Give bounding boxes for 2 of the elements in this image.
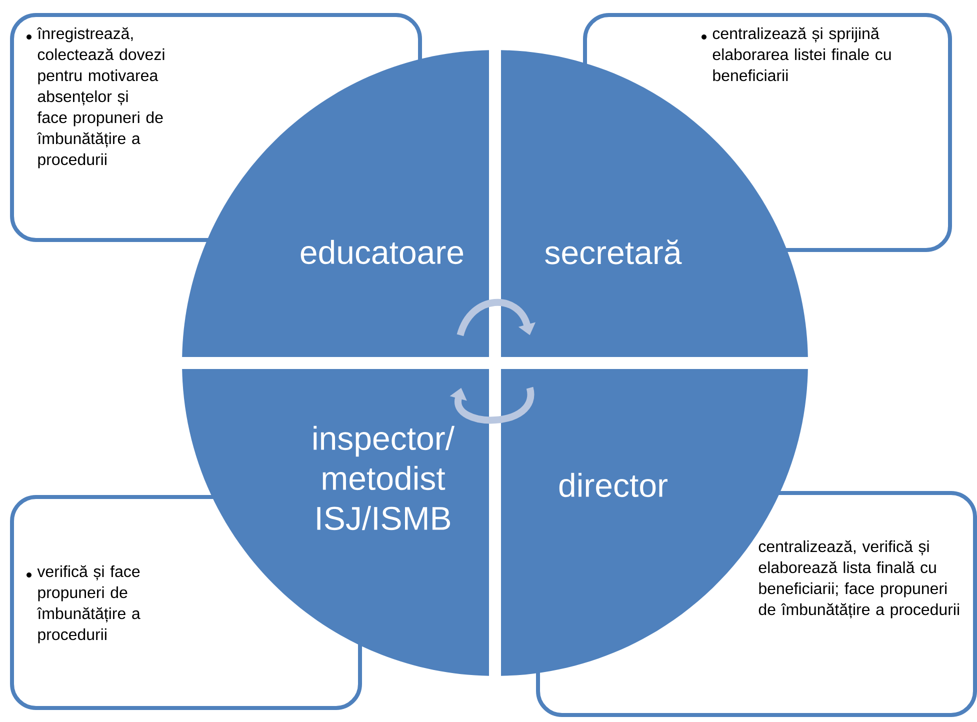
quadrant-segment: educatoare (182, 50, 489, 358)
quadrant-segment: inspector/ metodist ISJ/ISMB (182, 368, 489, 676)
